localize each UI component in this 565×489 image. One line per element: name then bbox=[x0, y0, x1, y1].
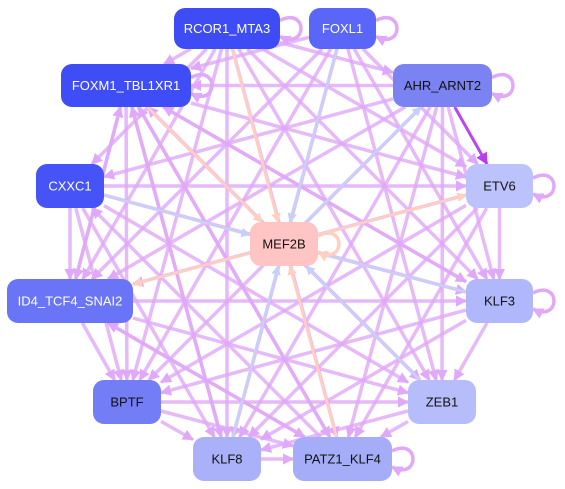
edge-mef2b-to-etv6 bbox=[317, 192, 467, 237]
edge-foxl1-to-id4 bbox=[90, 47, 324, 281]
node-box-bptf bbox=[93, 380, 161, 424]
edge-etv6-to-bptf bbox=[160, 203, 467, 384]
node-label-bptf: BPTF bbox=[110, 395, 143, 410]
node-box-mef2b bbox=[250, 222, 318, 266]
edge-rcor1-to-zeb1 bbox=[237, 48, 431, 381]
node-klf8[interactable]: KLF8 bbox=[193, 437, 261, 481]
node-box-patz1 bbox=[293, 437, 392, 481]
self-loop-patz1 bbox=[390, 446, 415, 477]
node-box-foxl1 bbox=[309, 8, 376, 49]
node-zeb1[interactable]: ZEB1 bbox=[408, 380, 476, 424]
node-box-klf3 bbox=[466, 279, 533, 323]
node-mef2b[interactable]: MEF2B bbox=[250, 222, 318, 266]
edge-mef2b-to-id4 bbox=[132, 251, 251, 287]
node-foxm1[interactable]: FOXM1_TBL1XR1 bbox=[61, 64, 191, 107]
node-label-patz1: PATZ1_KLF4 bbox=[304, 452, 381, 467]
edge-ahr-to-id4 bbox=[107, 105, 407, 281]
edge-foxm1-to-mef2b bbox=[146, 105, 264, 224]
edge-bptf-to-klf8 bbox=[160, 419, 194, 442]
edge-rcor1-to-mef2b bbox=[230, 48, 281, 223]
node-label-id4: ID4_TCF4_SNAI2 bbox=[18, 294, 123, 309]
node-rcor1[interactable]: RCOR1_MTA3 bbox=[174, 8, 280, 49]
edge-patz1-to-mef2b bbox=[287, 265, 338, 438]
edge-ahr-to-klf8 bbox=[238, 106, 432, 438]
node-box-zeb1 bbox=[408, 380, 476, 424]
node-klf3[interactable]: KLF3 bbox=[466, 279, 533, 323]
edge-klf3-to-mef2b bbox=[317, 250, 467, 294]
node-label-zeb1: ZEB1 bbox=[426, 395, 459, 410]
edge-klf3-to-zeb1 bbox=[452, 322, 489, 381]
node-label-foxl1: FOXL1 bbox=[322, 21, 363, 36]
self-loop-mef2b bbox=[316, 231, 341, 262]
node-box-klf8 bbox=[193, 437, 261, 481]
edge-patz1-to-foxm1 bbox=[136, 106, 332, 438]
node-cxxc1[interactable]: CXXC1 bbox=[36, 164, 104, 208]
node-foxl1[interactable]: FOXL1 bbox=[309, 8, 376, 49]
edge-patz1-to-id4 bbox=[106, 321, 306, 439]
edge-zeb1-to-patz1 bbox=[379, 419, 409, 439]
self-loops-layer bbox=[189, 16, 556, 477]
self-loop-ahr bbox=[490, 73, 515, 104]
node-label-rcor1: RCOR1_MTA3 bbox=[184, 21, 270, 36]
node-patz1[interactable]: PATZ1_KLF4 bbox=[293, 437, 392, 481]
node-label-ahr: AHR_ARNT2 bbox=[404, 78, 481, 93]
node-etv6[interactable]: ETV6 bbox=[466, 164, 533, 208]
node-ahr[interactable]: AHR_ARNT2 bbox=[393, 64, 492, 107]
self-loop-etv6 bbox=[531, 173, 556, 204]
edge-bptf-to-patz1 bbox=[160, 409, 295, 449]
edge-rcor1-to-foxm1 bbox=[163, 47, 192, 66]
node-bptf[interactable]: BPTF bbox=[93, 380, 161, 424]
node-box-cxxc1 bbox=[36, 164, 104, 208]
edge-klf8-to-mef2b bbox=[231, 265, 281, 438]
edge-foxl1-to-mef2b bbox=[287, 48, 339, 223]
node-box-etv6 bbox=[466, 164, 533, 208]
edge-ahr-to-etv6 bbox=[453, 106, 489, 166]
edge-klf3-to-klf8 bbox=[260, 318, 467, 441]
edge-cxxc1-to-zeb1 bbox=[103, 204, 409, 384]
edge-klf3-to-foxm1 bbox=[162, 105, 467, 284]
edge-cxxc1-to-mef2b bbox=[103, 193, 251, 238]
node-label-klf8: KLF8 bbox=[211, 452, 242, 467]
node-box-id4 bbox=[7, 279, 133, 323]
node-label-foxm1: FOXM1_TBL1XR1 bbox=[72, 78, 180, 93]
node-id4[interactable]: ID4_TCF4_SNAI2 bbox=[7, 279, 133, 323]
edge-id4-to-bptf bbox=[80, 322, 117, 381]
self-loop-klf3 bbox=[531, 288, 556, 319]
node-label-etv6: ETV6 bbox=[483, 179, 516, 194]
edge-mef2b-to-ahr bbox=[304, 105, 423, 224]
edge-foxl1-to-bptf bbox=[138, 48, 333, 381]
edge-patz1-to-cxxc1 bbox=[90, 206, 322, 439]
edge-zeb1-to-mef2b bbox=[304, 264, 422, 382]
edges-layer bbox=[64, 35, 506, 465]
node-box-ahr bbox=[393, 64, 492, 107]
edge-ahr-to-cxxc1 bbox=[102, 97, 394, 180]
node-label-mef2b: MEF2B bbox=[262, 237, 305, 252]
node-box-foxm1 bbox=[61, 64, 191, 107]
node-label-cxxc1: CXXC1 bbox=[48, 179, 91, 194]
self-loop-foxl1 bbox=[374, 16, 399, 47]
self-loop-rcor1 bbox=[278, 16, 303, 47]
self-loop-foxm1 bbox=[189, 73, 214, 104]
node-label-klf3: KLF3 bbox=[484, 294, 515, 309]
node-box-rcor1 bbox=[174, 8, 280, 49]
